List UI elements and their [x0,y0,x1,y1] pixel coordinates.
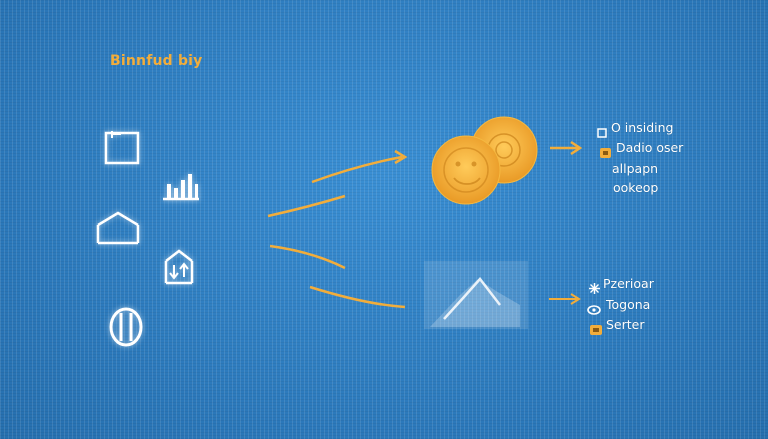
orange-tag-icon [590,320,602,339]
output-label-1: O insiding [611,120,674,135]
arrowhead-coins [394,149,408,165]
connector-to-coins [311,155,403,184]
output-label-6: Togona [606,297,651,312]
coin-icon [106,307,146,351]
connector-branch-b [269,244,346,270]
output-label-4: ookeop [613,180,659,195]
orange-badge-icon [600,143,611,162]
connector-to-chart [309,285,406,309]
diagram-title: Binnfud biy [110,53,203,69]
orange-coins-icon [430,112,540,212]
star-burst-icon [589,279,600,298]
square-outline-icon [597,123,607,142]
output-label-5: Pzerioar [603,276,654,291]
area-chart-icon [420,257,532,337]
output-label-2: Dadio oser [616,140,684,155]
output-label-7: Serter [606,317,645,332]
house-icon [95,210,141,250]
link-icon [587,300,601,319]
bar-chart-icon [160,166,202,206]
connector-branch-a [267,194,346,218]
frame-icon [103,128,141,170]
transfer-icon [158,247,200,293]
output-label-3: allpapn [612,161,659,176]
